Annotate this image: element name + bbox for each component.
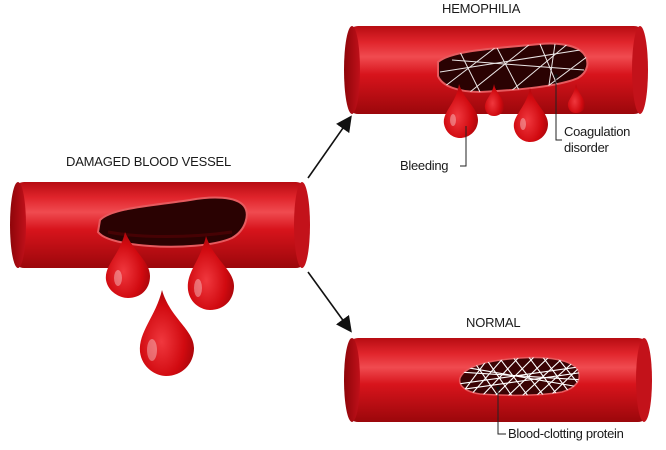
- bleeding-label: Bleeding: [400, 158, 448, 173]
- blood-drop: [140, 290, 194, 376]
- normal-title: NORMAL: [466, 315, 520, 330]
- arrow-to-normal: [308, 272, 350, 330]
- arrow-to-hemophilia: [308, 118, 350, 178]
- damaged-vessel: [10, 182, 310, 376]
- coagulation-label-line2: disorder: [564, 140, 610, 155]
- coagulation-label-line1: Coagulation: [564, 124, 630, 139]
- damaged-title: DAMAGED BLOOD VESSEL: [66, 154, 231, 169]
- hemophilia-title: HEMOPHILIA: [442, 1, 521, 16]
- protein-label: Blood-clotting protein: [508, 426, 624, 441]
